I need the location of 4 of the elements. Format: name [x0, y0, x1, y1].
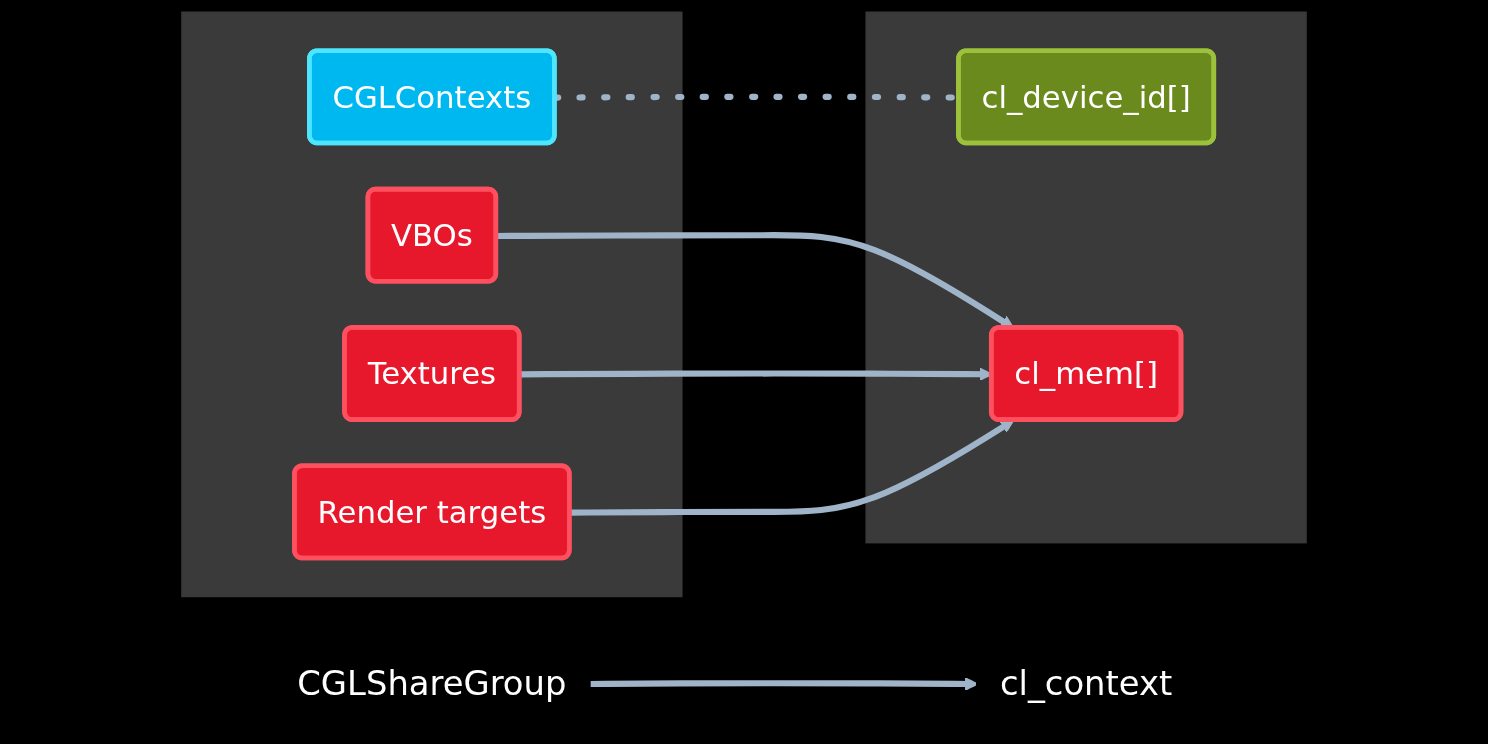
cluster — [865, 11, 1307, 544]
node-text: cl_context — [999, 664, 1173, 703]
node-text: CGLShareGroup — [297, 664, 567, 703]
cluster — [181, 11, 683, 598]
